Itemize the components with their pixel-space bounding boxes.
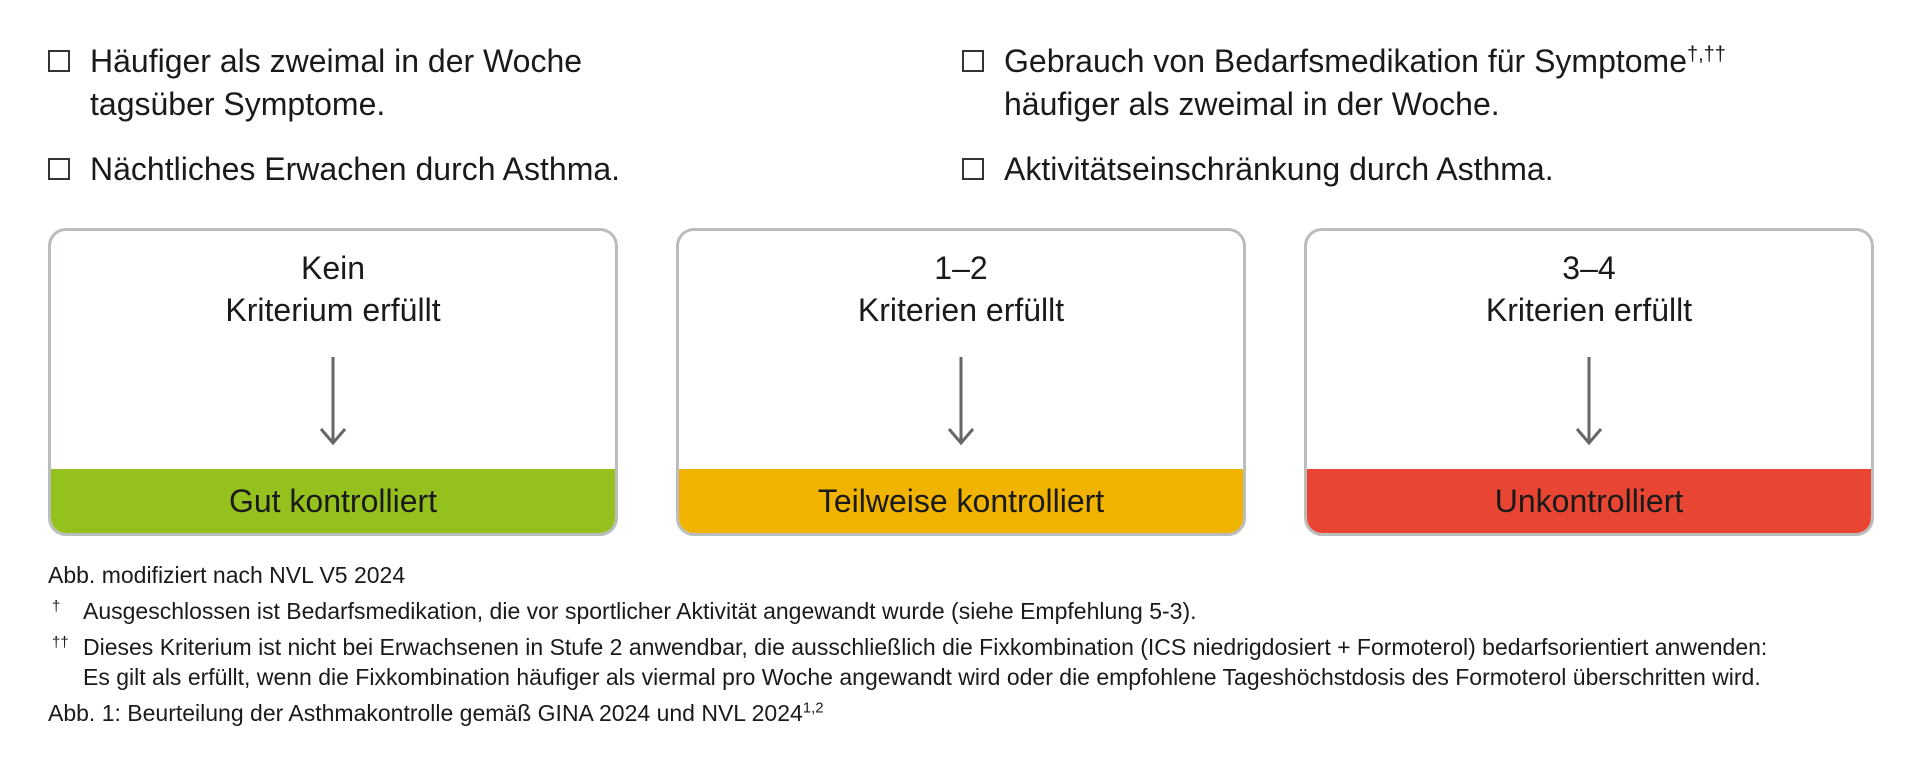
footnote-text: Dieses Kriterium ist nicht bei Erwachsen…: [83, 632, 1908, 692]
source-note: Abb. modifiziert nach NVL V5 2024: [48, 562, 406, 588]
criterion-text: Häufiger als zweimal in der Woche tagsüb…: [90, 40, 582, 126]
criterion-line: Nächtliches Erwachen durch Asthma.: [90, 151, 621, 187]
footnote-line: Ausgeschlossen ist Bedarfsmedikation, di…: [83, 598, 1197, 624]
figure-caption: Abb. 1: Beurteilung der Asthmakontrolle …: [48, 698, 1908, 728]
criterion-activity-limitation: Aktivitätseinschränkung durch Asthma.: [962, 148, 1862, 191]
footnote-reference: †,††: [1687, 43, 1726, 66]
arrow-down-icon: [319, 357, 347, 446]
arrow-down-icon: [947, 357, 975, 446]
criterion-reliever-use: Gebrauch von Bedarfsmedikation für Sympt…: [962, 40, 1862, 126]
criterion-line: tagsüber Symptome.: [90, 86, 386, 122]
notes: Abb. modifiziert nach NVL V5 2024 † Ausg…: [48, 560, 1908, 728]
criterion-text: Nächtliches Erwachen durch Asthma.: [90, 148, 620, 191]
footnote-mark: ††: [52, 634, 69, 651]
status-label: Gut kontrolliert: [228, 482, 438, 519]
caption-reference: 1,2: [802, 699, 824, 717]
criteria-count: Kein: [300, 250, 366, 286]
status-band: Teilweise kontrolliert: [679, 469, 1243, 533]
arrow-down-icon: [1575, 357, 1603, 446]
criterion-line-text: Gebrauch von Bedarfsmedikation für Sympt…: [1004, 43, 1687, 79]
criteria-label: Kriterien erfüllt: [857, 292, 1065, 328]
box-well-controlled: Kein Kriterium erfüllt Gut kontrolliert: [48, 228, 618, 536]
criterion-text: Gebrauch von Bedarfsmedikation für Sympt…: [1004, 40, 1726, 126]
criteria-count: 3–4: [1562, 250, 1616, 286]
checkbox[interactable]: [962, 50, 984, 72]
criteria-list: Häufiger als zweimal in der Woche tagsüb…: [48, 40, 1888, 191]
criterion-text: Aktivitätseinschränkung durch Asthma.: [1004, 148, 1554, 191]
status-label: Teilweise kontrolliert: [817, 482, 1105, 519]
footnote-dagger: † Ausgeschlossen ist Bedarfsmedikation, …: [48, 596, 1908, 626]
criteria-label: Kriterien erfüllt: [1485, 292, 1693, 328]
checkbox[interactable]: [48, 50, 70, 72]
status-band: Gut kontrolliert: [51, 469, 615, 533]
criterion-line: Gebrauch von Bedarfsmedikation für Sympt…: [1004, 40, 1726, 83]
criteria-label: Kriterium erfüllt: [225, 292, 441, 328]
criterion-night-waking: Nächtliches Erwachen durch Asthma.: [48, 148, 962, 191]
status-band: Unkontrolliert: [1307, 469, 1871, 533]
criterion-line: Aktivitätseinschränkung durch Asthma.: [1004, 151, 1554, 187]
checkbox[interactable]: [48, 158, 70, 180]
footnote-double-dagger: †† Dieses Kriterium ist nicht bei Erwach…: [48, 632, 1908, 692]
caption-text: Abb. 1: Beurteilung der Asthmakontrolle …: [48, 700, 803, 726]
footnote-line: Dieses Kriterium ist nicht bei Erwachsen…: [83, 634, 1768, 660]
checkbox[interactable]: [962, 158, 984, 180]
control-level-boxes: Kein Kriterium erfüllt Gut kontrolliert …: [48, 228, 1874, 536]
status-label: Unkontrolliert: [1494, 482, 1684, 519]
box-uncontrolled: 3–4 Kriterien erfüllt Unkontrolliert: [1304, 228, 1874, 536]
criterion-line: Häufiger als zweimal in der Woche: [90, 43, 583, 79]
criterion-line: häufiger als zweimal in der Woche.: [1004, 86, 1500, 122]
footnote-text: Ausgeschlossen ist Bedarfsmedikation, di…: [83, 596, 1908, 626]
criterion-daytime-symptoms: Häufiger als zweimal in der Woche tagsüb…: [48, 40, 962, 126]
criteria-count: 1–2: [934, 250, 988, 286]
footnote-line: Es gilt als erfüllt, wenn die Fixkombina…: [83, 664, 1761, 690]
box-partly-controlled: 1–2 Kriterien erfüllt Teilweise kontroll…: [676, 228, 1246, 536]
footnote-mark: †: [52, 598, 61, 615]
